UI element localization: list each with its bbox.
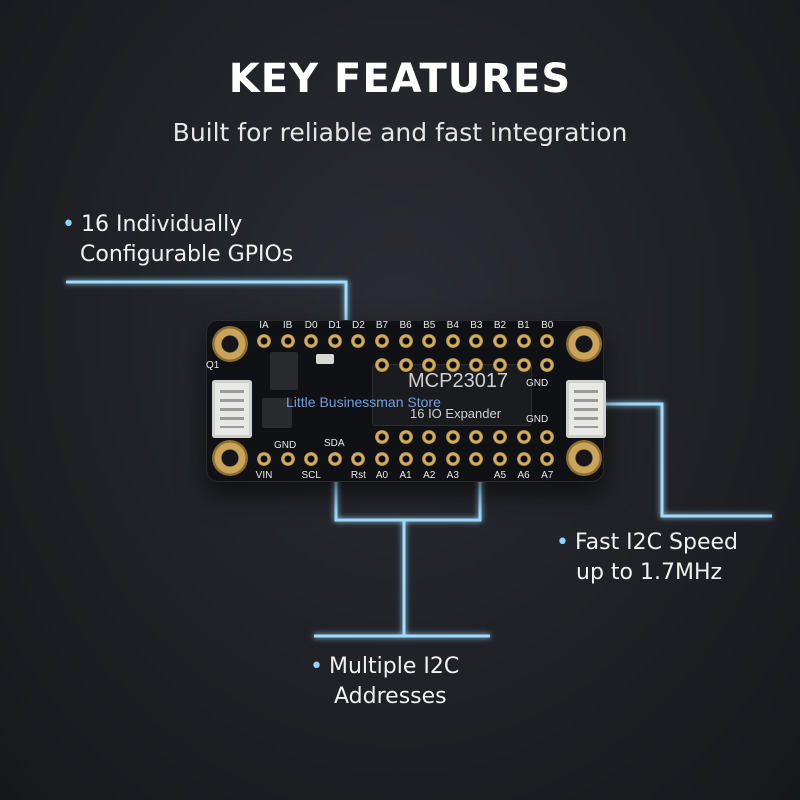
pin-label-top: B2 [493, 320, 507, 331]
pin-top [516, 334, 531, 348]
pin-label-top: B0 [541, 320, 554, 331]
pin-top [375, 334, 389, 348]
feature-addresses: •Multiple I2C Addresses [310, 652, 459, 712]
pin-bottom-inner [516, 430, 531, 444]
pin-bottom [469, 452, 484, 466]
pin-top [422, 334, 437, 348]
pin-top-inner [493, 358, 507, 372]
pin-top [540, 334, 555, 348]
feature-addresses-line2: Addresses [334, 684, 447, 709]
pin-top [351, 334, 366, 348]
feature-i2c-speed-line2: up to 1.7MHz [576, 560, 723, 585]
smd-component [262, 398, 292, 428]
bullet-icon: • [310, 654, 323, 679]
page-title: KEY FEATURES [228, 56, 572, 102]
pin-label-top: B6 [399, 320, 412, 331]
pin-bottom [398, 452, 413, 466]
pin-bottom [280, 452, 295, 466]
pin-label-bottom: VIN [255, 470, 273, 481]
pin-top-inner [516, 358, 531, 372]
pin-bottom [375, 452, 389, 466]
pin-label-top: D1 [328, 320, 342, 331]
feature-gpio: •16 Individually Configurable GPIOs [62, 210, 293, 270]
pin-top [469, 334, 484, 348]
callout-line-addresses [334, 458, 482, 522]
pin-bottom-inner [493, 430, 507, 444]
pin-label-bottom: A6 [517, 470, 530, 481]
pin-bottom-inner [398, 430, 413, 444]
pin-top [280, 334, 295, 348]
pin-bottom [351, 452, 366, 466]
pin-label-top: B1 [517, 320, 530, 331]
pin-top-inner [540, 358, 555, 372]
pin-bottom-inner [540, 430, 555, 444]
bullet-icon: • [62, 212, 75, 237]
stemma-connector-left [212, 380, 252, 438]
pin-label-bottom: A0 [375, 470, 389, 481]
chip-name: MCP23017 [408, 370, 509, 392]
pin-bottom-inner [445, 430, 460, 444]
bullet-icon: • [556, 530, 569, 555]
pin-label-bottom: Rst [350, 470, 366, 481]
pin-bottom [304, 452, 319, 466]
q1-label: Q1 [206, 360, 220, 371]
pin-label-top: IB [282, 320, 293, 331]
pin-top [398, 334, 413, 348]
pin-label-top: B5 [423, 320, 436, 331]
pin-label-top: D2 [351, 320, 365, 331]
pin-top [304, 334, 319, 348]
pin-label-bottom: A7 [541, 470, 554, 481]
pin-bottom-inner [375, 430, 389, 444]
sda-label: SDA [324, 438, 345, 449]
pin-top-inner [469, 358, 484, 372]
pin-top-inner [445, 358, 460, 372]
pin-label-top: IA [259, 320, 269, 331]
pin-label-top: B7 [375, 320, 389, 331]
pin-top-inner [422, 358, 437, 372]
pin-top [445, 334, 460, 348]
gnd-label-right-top: GND [526, 378, 549, 389]
pin-bottom [493, 452, 507, 466]
pin-top-inner [375, 358, 389, 372]
mount-hole [566, 440, 602, 476]
pin-top [327, 334, 342, 348]
store-watermark: Little Businessman Store [286, 394, 441, 410]
mcp23017-chip [372, 364, 532, 426]
pin-bottom-inner [469, 430, 484, 444]
pin-label-bottom: A5 [493, 470, 507, 481]
pin-top-inner [398, 358, 413, 372]
mount-hole [212, 440, 248, 476]
mount-hole [212, 326, 248, 362]
gnd-label-right-bottom: GND [526, 414, 549, 425]
pin-bottom [516, 452, 531, 466]
gnd-label-left: GND [274, 440, 297, 451]
pin-bottom [327, 452, 342, 466]
page-subtitle: Built for reliable and fast integration [172, 118, 628, 147]
feature-gpio-line2: Configurable GPIOs [80, 242, 294, 267]
feature-i2c-speed-line1: Fast I2C Speed [574, 530, 738, 555]
pin-top [257, 334, 271, 348]
pin-label-bottom: A2 [423, 470, 436, 481]
feature-gpio-line1: 16 Individually [80, 212, 243, 237]
smd-component [270, 352, 298, 390]
pin-bottom [445, 452, 460, 466]
pin-bottom [257, 452, 271, 466]
smd-component [316, 354, 334, 364]
pin-bottom [540, 452, 555, 466]
callout-line-i2c-speed [580, 402, 772, 518]
pin-label-bottom: A1 [399, 470, 412, 481]
pin-label-top: B4 [446, 320, 459, 331]
stemma-connector-right [566, 380, 606, 438]
chip-description: 16 IO Expander [410, 406, 502, 421]
pin-top [493, 334, 507, 348]
pin-bottom-inner [422, 430, 437, 444]
pin-label-bottom: A3 [446, 470, 459, 481]
feature-addresses-line1: Multiple I2C [328, 654, 460, 679]
pin-bottom [422, 452, 437, 466]
pin-label-bottom: SCL [301, 470, 321, 481]
mount-hole [566, 326, 602, 362]
pin-label-top: B3 [470, 320, 483, 331]
pin-label-top: D0 [304, 320, 318, 331]
feature-i2c-speed: •Fast I2C Speed up to 1.7MHz [556, 528, 738, 588]
